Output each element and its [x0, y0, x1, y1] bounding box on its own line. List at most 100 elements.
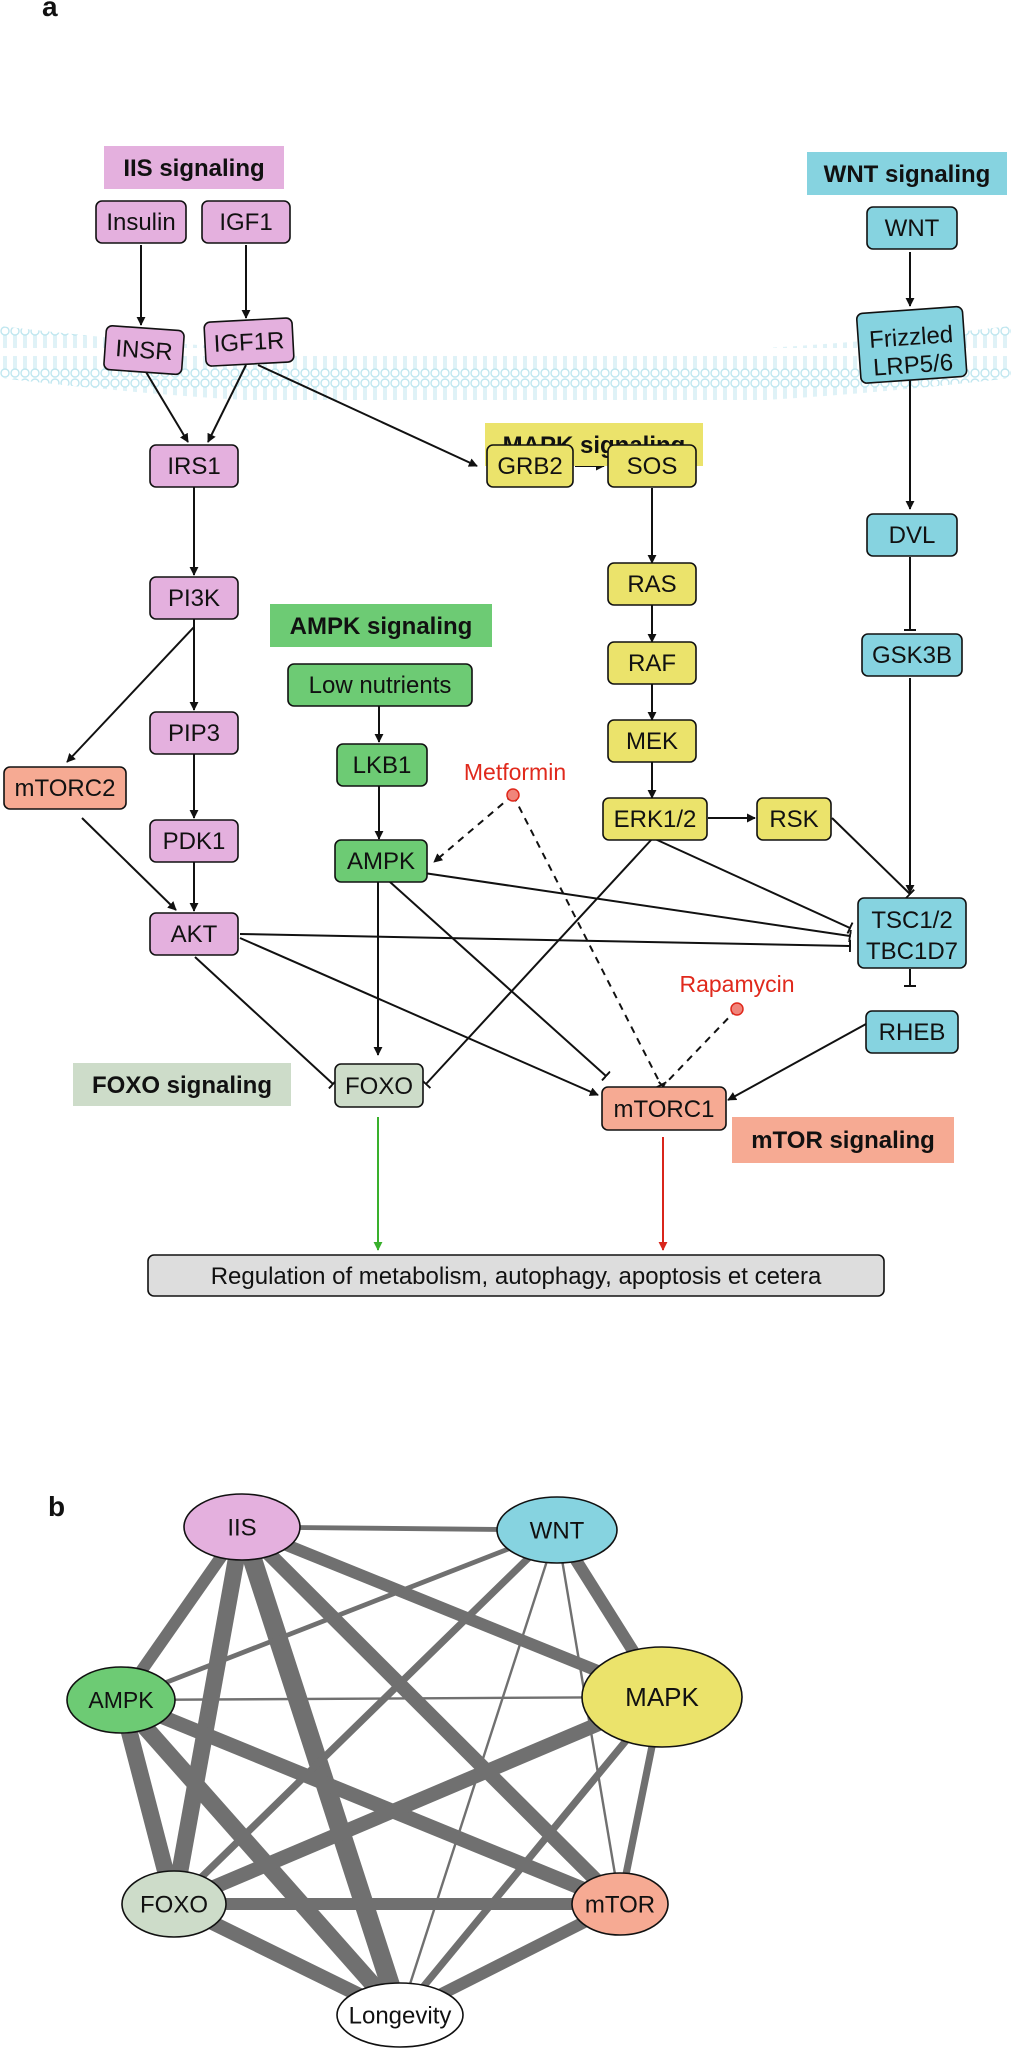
node-raf: RAF — [607, 641, 697, 685]
node-insulin: Insulin — [95, 200, 187, 244]
node-pi3k: PI3K — [149, 576, 239, 620]
edge-metformin-ampk — [433, 794, 514, 863]
panel-label-a: a — [42, 0, 58, 22]
network-node-iis: IIS — [183, 1493, 301, 1561]
node-insulin-text: Insulin — [106, 209, 175, 236]
network-node-ampk-label: AMPK — [88, 1687, 154, 1713]
node-insr: INSR — [103, 325, 185, 376]
header-ampk-text: AMPK signaling — [290, 613, 473, 640]
network-node-iis-shape — [183, 1493, 301, 1561]
header-iis-text: IIS signaling — [123, 155, 264, 182]
node-pdk1: PDK1 — [149, 819, 239, 863]
node-insr-text: INSR — [114, 335, 173, 366]
network-node-mtor-label: mTOR — [585, 1891, 655, 1918]
node-raf-text: RAF — [628, 650, 676, 677]
node-foxo-text: FOXO — [345, 1073, 413, 1100]
node-igf1r: IGF1R — [203, 317, 295, 367]
node-akt-text: AKT — [171, 921, 218, 948]
node-grb2-text: GRB2 — [497, 453, 562, 480]
node-mtorc2: mTORC2 — [3, 766, 127, 810]
node-low-nutrients: Low nutrients — [287, 663, 473, 707]
node-low-nutrients-text: Low nutrients — [309, 672, 452, 699]
edge-metformin-mtorc1 — [512, 794, 667, 1089]
node-tsc: TSC1/2 TBC1D7 — [857, 897, 967, 969]
network-node-longevity-shape — [336, 1982, 464, 2048]
node-mek: MEK — [607, 719, 697, 763]
edge-pi3k-mtorc2 — [66, 626, 195, 763]
network-node-ampk-shape — [66, 1666, 176, 1734]
node-igf1r-text: IGF1R — [213, 327, 285, 358]
network-node-wnt: WNT — [496, 1496, 618, 1564]
node-ras: RAS — [607, 562, 697, 606]
network-edge-ampk-mtor — [118, 1693, 623, 1911]
metformin-label: Metformin — [464, 759, 566, 785]
node-foxo: FOXO — [334, 1063, 424, 1108]
node-mtorc1: mTORC1 — [601, 1086, 727, 1131]
network-node-foxo-label: FOXO — [140, 1891, 208, 1918]
network-edge-mapk-longevity — [397, 1694, 665, 2018]
node-ampk: AMPK — [334, 839, 428, 883]
node-igf1: IGF1 — [201, 200, 291, 244]
edge-mtorc2-akt — [81, 817, 177, 911]
node-mtorc1-text: mTORC1 — [614, 1096, 715, 1123]
node-pip3: PIP3 — [149, 711, 239, 755]
edge-igf1r-irs1 — [207, 364, 247, 443]
edge-akt-mtorc1 — [239, 937, 599, 1096]
node-erk-text: ERK1/2 — [614, 806, 697, 833]
node-gsk3b: GSK3B — [861, 633, 963, 677]
node-regulation-text: Regulation of metabolism, autophagy, apo… — [211, 1263, 822, 1290]
edge-insr-irs1 — [145, 371, 189, 443]
node-gsk3b-text: GSK3B — [872, 642, 952, 669]
node-dvl-text: DVL — [889, 522, 936, 549]
node-tsc-line1: TSC1/2 — [871, 907, 952, 934]
rapamycin-label: Rapamycin — [679, 971, 794, 997]
header-wnt: WNT signaling — [807, 152, 1007, 195]
node-rsk: RSK — [756, 797, 832, 841]
node-pi3k-text: PI3K — [168, 585, 220, 612]
network-edge-iis-mapk — [239, 1521, 665, 1703]
header-mtor-text: mTOR signaling — [751, 1127, 935, 1154]
network-edge-mapk-foxo — [171, 1690, 665, 1911]
edge-akt-tsc — [239, 933, 852, 953]
node-rheb: RHEB — [865, 1010, 959, 1054]
node-frizzled: Frizzled LRP5/6 — [855, 305, 968, 384]
cell-membrane — [0, 326, 1011, 408]
node-ampk-text: AMPK — [347, 848, 415, 875]
edge-erk-foxo — [420, 838, 653, 1089]
network-edge-iis-longevity — [232, 1524, 410, 2018]
edge-rheb-mtorc1 — [727, 1023, 867, 1101]
node-rsk-text: RSK — [769, 806, 818, 833]
network-edge-wnt-ampk — [120, 1527, 558, 1703]
node-mek-text: MEK — [626, 728, 678, 755]
edge-erk-tsc — [654, 838, 854, 934]
network-edge-iis-foxo — [165, 1525, 251, 1906]
edge-igf1r-grb2 — [257, 364, 478, 467]
network-node-iis-label: IIS — [227, 1514, 256, 1541]
node-frizzled-line2: LRP5/6 — [872, 349, 954, 382]
header-iis: IIS signaling — [104, 146, 284, 189]
node-pip3-text: PIP3 — [168, 720, 220, 747]
node-igf1-text: IGF1 — [219, 209, 272, 236]
node-irs1: IRS1 — [149, 444, 239, 488]
network-node-mapk-label: MAPK — [625, 1682, 699, 1712]
header-mtor: mTOR signaling — [732, 1117, 954, 1163]
network-node-ampk: AMPK — [66, 1666, 176, 1734]
node-rheb-text: RHEB — [879, 1019, 946, 1046]
node-akt: AKT — [149, 912, 239, 956]
header-foxo: FOXO signaling — [73, 1063, 291, 1106]
edge-rsk-tsc — [831, 817, 915, 899]
node-sos: SOS — [607, 444, 697, 488]
header-foxo-text: FOXO signaling — [92, 1072, 272, 1099]
header-ampk: AMPK signaling — [270, 604, 492, 647]
node-wnt: WNT — [866, 206, 958, 250]
network-edges — [112, 1521, 668, 2022]
node-erk: ERK1/2 — [602, 797, 708, 841]
network-node-mtor: mTOR — [571, 1872, 669, 1936]
edge-akt-foxo — [194, 956, 338, 1090]
edge-ampk-mtorc1 — [389, 881, 611, 1082]
network-node-mapk: MAPK — [581, 1646, 743, 1748]
network-edge-ampk-foxo — [112, 1697, 183, 1907]
network-node-wnt-shape — [496, 1496, 618, 1564]
